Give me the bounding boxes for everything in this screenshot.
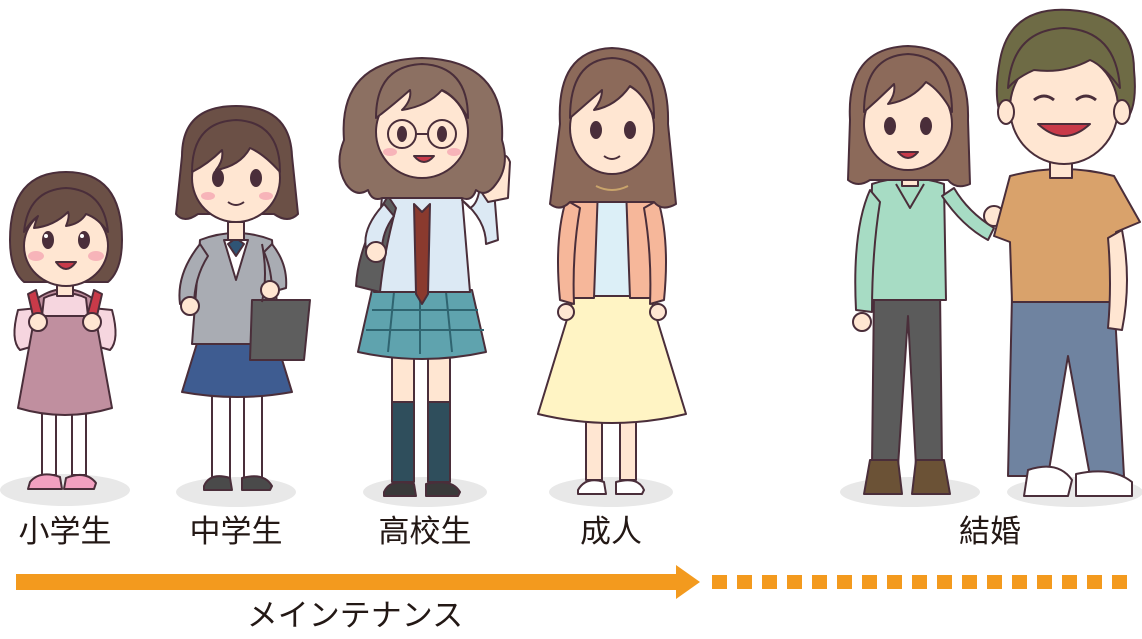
- arrow-dash: [1062, 575, 1077, 589]
- ground-shadows: [0, 474, 1142, 507]
- arrow-dash: [1087, 575, 1102, 589]
- stage-label-marriage: 結婚: [959, 514, 1021, 550]
- maintenance-arrow: [16, 565, 1127, 599]
- arrow-dash: [837, 575, 852, 589]
- married-couple-figure: [847, 8, 1141, 497]
- adult-woman-figure: [537, 47, 687, 495]
- stage-label-high-school: 高校生: [378, 514, 472, 550]
- arrow-dash: [762, 575, 777, 589]
- arrow-dash: [937, 575, 952, 589]
- arrow-dash: [887, 575, 902, 589]
- arrow-dash: [737, 575, 752, 589]
- arrow-shaft: [16, 574, 682, 590]
- arrow-dash: [787, 575, 802, 589]
- arrow-dash: [1112, 575, 1127, 589]
- arrow-dash: [1037, 575, 1052, 589]
- arrow-caption: メインテナンス: [246, 598, 464, 634]
- stage-label-adult: 成人: [580, 514, 642, 550]
- arrow-dash: [962, 575, 977, 589]
- arrow-dash: [712, 575, 727, 589]
- arrow-dash: [987, 575, 1002, 589]
- arrow-dash: [862, 575, 877, 589]
- stage-label-elementary: 小学生: [18, 514, 112, 550]
- middle-school-girl-figure: [175, 105, 311, 491]
- arrow-dash: [812, 575, 827, 589]
- high-school-girl-figure: [338, 57, 511, 497]
- arrow-head: [676, 565, 700, 599]
- arrow-dash: [1012, 575, 1027, 589]
- stage-label-middle-school: 中学生: [189, 514, 283, 550]
- arrow-dotted-extension: [712, 575, 1127, 589]
- elementary-girl-figure: [9, 171, 123, 490]
- arrow-dash: [912, 575, 927, 589]
